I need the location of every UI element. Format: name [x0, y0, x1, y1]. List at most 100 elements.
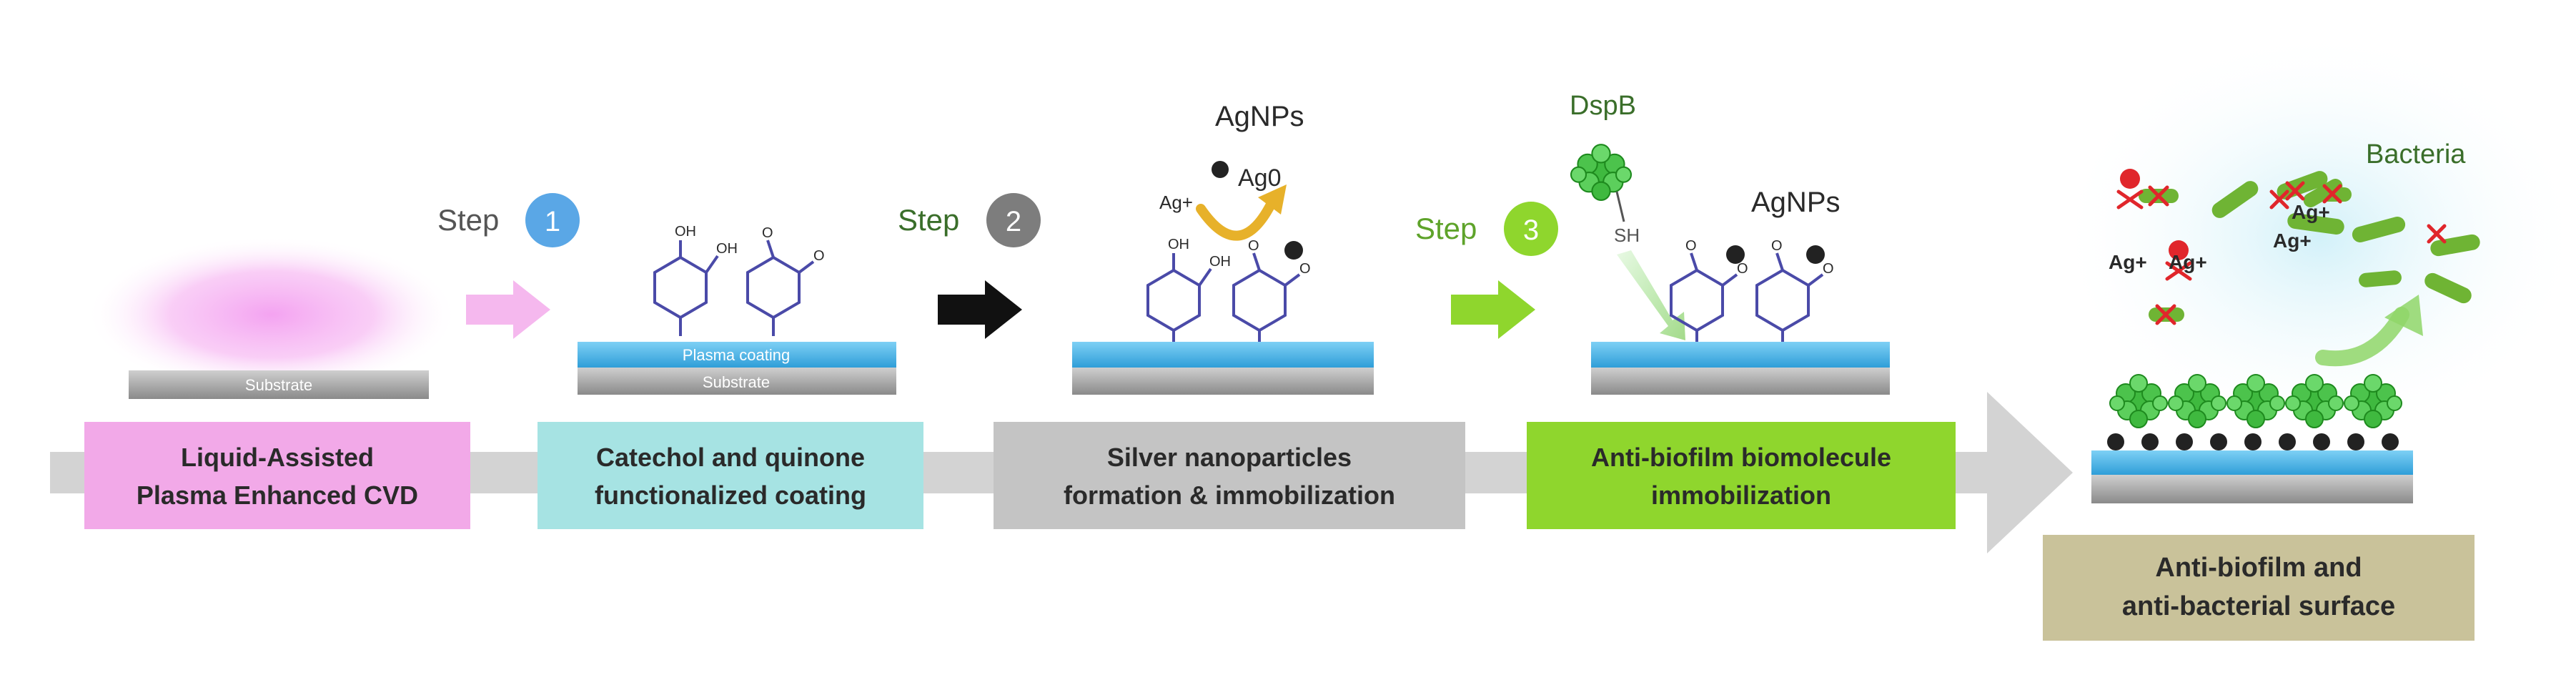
step-1-word: Step	[437, 203, 499, 237]
stage-5-illustration: Bacteria	[2055, 29, 2576, 503]
stage-1-label-box: Liquid-Assisted Plasma Enhanced CVD	[84, 422, 470, 529]
ag-plus-label-3: Ag+	[1159, 192, 1193, 213]
svg-text:O: O	[1771, 238, 1783, 254]
stage-3-illustration: AgNPs Ag+ Ag0 OH OH O O	[1072, 101, 1374, 395]
stage-3-title-line2: formation & immobilization	[1064, 481, 1395, 510]
stage-3-title-line1: Silver nanoparticles	[1107, 443, 1352, 472]
catechol-molecule: OH OH	[653, 224, 738, 336]
step-3-word: Step	[1415, 212, 1477, 245]
coating-layer-3	[1072, 342, 1374, 368]
ag-zero-label: Ag0	[1238, 164, 1282, 192]
stage-2-title-line2: functionalized coating	[595, 481, 866, 510]
step-3-marker: Step 3	[1415, 202, 1558, 339]
svg-text:OH: OH	[675, 224, 696, 240]
quinone-molecule-4a: O O	[1670, 238, 1748, 342]
stage-2-illustration: Plasma coating Substrate OH OH O O	[578, 224, 896, 395]
bacterium	[2211, 181, 2259, 218]
ag-plus-label: Ag+	[2292, 201, 2330, 223]
agnps-label-4: AgNPs	[1751, 187, 1841, 218]
stage-1-title-line2: Plasma Enhanced CVD	[137, 481, 418, 510]
result-glow	[2055, 29, 2576, 443]
bacterium	[2359, 270, 2402, 287]
bacterium	[2287, 212, 2344, 235]
stage-4-title-line1: Anti-biofilm biomolecule	[1591, 443, 1891, 472]
step-1-badge	[525, 193, 580, 247]
substrate-layer-5	[2091, 475, 2413, 503]
reduction-arrow-head	[1258, 184, 1287, 215]
release-arrow-head	[2384, 295, 2423, 336]
stage-4-label-box: Anti-biofilm biomolecule immobilization	[1527, 422, 1956, 529]
svg-text:OH: OH	[1209, 254, 1231, 270]
substrate-layer-2	[578, 368, 896, 395]
step-2-arrow	[938, 280, 1022, 339]
coating-layer-4	[1591, 342, 1890, 368]
svg-text:O: O	[762, 225, 773, 241]
svg-text:O: O	[1248, 238, 1259, 254]
svg-text:O: O	[813, 248, 825, 264]
step-1-arrow	[466, 280, 550, 339]
bacteria-label: Bacteria	[2366, 139, 2466, 169]
svg-text:OH: OH	[716, 241, 738, 257]
quinone-molecule: O O	[746, 225, 825, 336]
substrate-layer-3	[1072, 368, 1374, 395]
stage-2-title-line1: Catechol and quinone	[596, 443, 865, 472]
svg-text:O: O	[1685, 238, 1697, 254]
bacteria-cluster	[2139, 171, 2480, 322]
skull-icon	[2116, 169, 2144, 210]
stage-4-illustration: DspB SH AgNPs O O O O	[1570, 91, 1890, 395]
plasma-glow	[86, 236, 457, 393]
dspb-label: DspB	[1570, 91, 1636, 121]
silver-nanoparticle	[1806, 245, 1825, 264]
step-3-badge	[1504, 202, 1558, 256]
svg-text:O: O	[1299, 261, 1311, 277]
quinone-molecule-3: O O	[1232, 238, 1311, 342]
bacterium	[2352, 217, 2406, 242]
skull-icon	[2165, 240, 2192, 281]
ag-plus-label: Ag+	[2109, 251, 2147, 273]
step-1-marker: Step 1	[437, 193, 580, 339]
silver-nanoparticle	[1284, 241, 1303, 260]
silver-nanoparticle	[1212, 161, 1229, 178]
step-3-number: 3	[1523, 215, 1539, 246]
sh-label: SH	[1614, 225, 1640, 246]
catechol-molecule-3: OH OH	[1146, 237, 1231, 342]
agnps-label-3: AgNPs	[1215, 101, 1304, 132]
stage-3-label-box: Silver nanoparticles formation & immobil…	[994, 422, 1465, 529]
plasma-coating-label: Plasma coating	[683, 346, 790, 364]
step-2-word: Step	[898, 203, 959, 237]
stage-5-title-line1: Anti-biofilm and	[2155, 553, 2362, 583]
bacterium	[2424, 272, 2472, 304]
dspb-enzyme	[1570, 144, 1633, 201]
enzyme-linker	[1615, 191, 1625, 222]
stage-5-title-line2: anti-bacterial surface	[2122, 591, 2395, 621]
svg-text:O: O	[1823, 261, 1834, 277]
quinone-molecule-4b: O O	[1755, 238, 1834, 342]
svg-text:OH: OH	[1168, 237, 1189, 252]
substrate-layer	[129, 370, 429, 399]
reduction-arrow	[1196, 197, 1277, 241]
nanoparticle-row	[2107, 433, 2399, 450]
ag-plus-label: Ag+	[2273, 230, 2312, 252]
ag-plus-label: Ag+	[2169, 251, 2207, 273]
stage-1-illustration: Substrate	[86, 236, 457, 399]
svg-text:O: O	[1737, 261, 1748, 277]
stage-2-label-box: Catechol and quinone functionalized coat…	[538, 422, 923, 529]
stage-1-title-line1: Liquid-Assisted	[181, 443, 374, 472]
kill-marks	[2148, 181, 2447, 325]
stage-4-title-line2: immobilization	[1651, 481, 1831, 510]
release-arrow	[2315, 307, 2409, 367]
step-2-marker: Step 2	[898, 193, 1041, 339]
step-3-arrow	[1451, 280, 1535, 339]
substrate-layer-4	[1591, 368, 1890, 395]
coating-layer-5	[2091, 450, 2413, 475]
plasma-coating-layer	[578, 342, 896, 368]
substrate-label-2: Substrate	[703, 373, 770, 391]
substrate-label: Substrate	[245, 376, 312, 394]
stage-5-label-box: Anti-biofilm and anti-bacterial surface	[2043, 535, 2475, 641]
step-1-number: 1	[545, 206, 560, 237]
binding-arrow	[1617, 250, 1685, 340]
silver-nanoparticle	[1726, 245, 1745, 264]
step-2-badge	[986, 193, 1041, 247]
step-2-number: 2	[1006, 206, 1021, 237]
